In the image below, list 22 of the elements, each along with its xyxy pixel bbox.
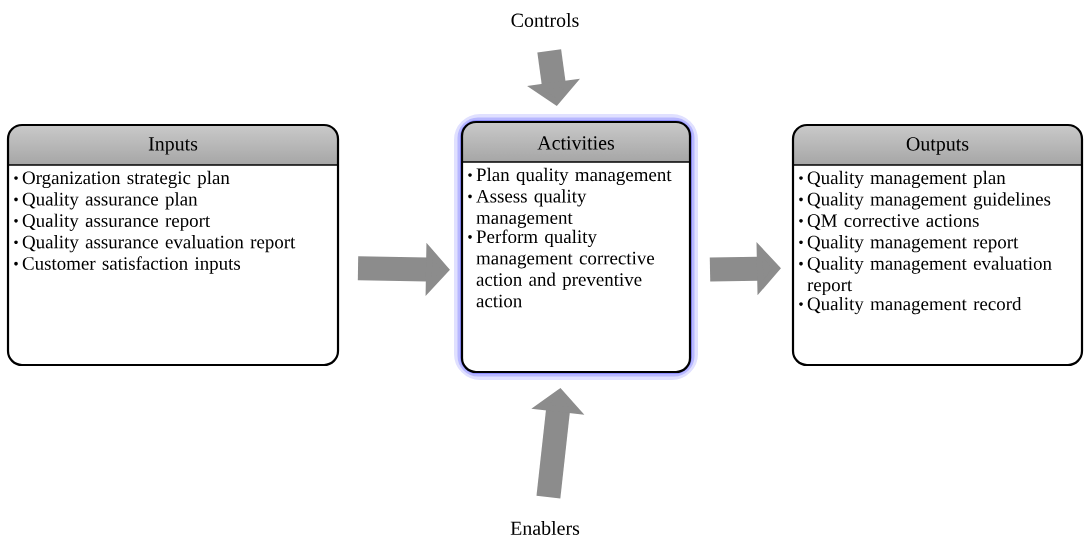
bullet-item: Quality management evaluation report (799, 256, 1052, 296)
label-text: Controls (511, 13, 579, 27)
bullet-item: Quality assurance report (14, 213, 211, 231)
bullet-item: Plan quality management (468, 167, 672, 186)
bullet-item: Quality management plan (799, 170, 1006, 189)
bullet-item: Quality assurance plan (14, 192, 198, 210)
box-heading: Outputs (906, 137, 969, 155)
process-box (454, 114, 698, 380)
bullet-item: Organization strategic plan (14, 170, 230, 189)
bullet-item: Quality management guidelines (799, 192, 1051, 210)
bullet-item: QM corrective actions (799, 214, 979, 230)
bullet-item: Quality assurance evaluation report (14, 235, 296, 253)
process-box (791, 123, 1084, 367)
process-box (6, 123, 340, 367)
bullet-item: Assess quality management (468, 189, 587, 228)
bullet-item: Quality management report (799, 235, 1019, 253)
bullet-item: Customer satisfaction inputs (14, 256, 241, 274)
bullet-item: Perform quality management corrective action and preventive action (468, 229, 655, 308)
label-text: Enablers (510, 520, 580, 535)
box-heading: Inputs (148, 137, 198, 155)
box-heading: Activities (537, 136, 615, 150)
bullet-item: Quality management record (799, 297, 1022, 315)
